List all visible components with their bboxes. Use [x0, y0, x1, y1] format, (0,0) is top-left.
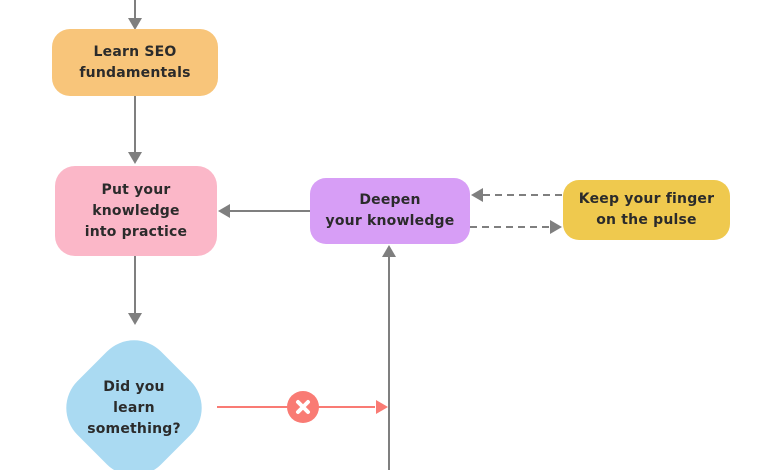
arrow-deepen-to-pulse-dashed	[470, 220, 562, 234]
arrow-learn-seo-to-practice	[128, 96, 142, 164]
node-decision-label: Did you learn something?	[87, 378, 181, 437]
node-keep-finger-on-pulse: Keep your finger on the pulse	[563, 180, 730, 240]
node-learn-seo-label: Learn SEO fundamentals	[79, 43, 191, 81]
node-decision-did-you-learn: Did you learn something?	[50, 324, 218, 470]
arrow-practice-to-decision	[128, 256, 142, 325]
arrow-bottom-to-deepen	[382, 245, 396, 470]
node-decision-inner: Did you learn something?	[75, 333, 193, 470]
node-put-knowledge-into-practice: Put your knowledge into practice	[55, 166, 217, 256]
node-practice-label: Put your knowledge into practice	[84, 181, 188, 240]
arrow-pulse-to-deepen-dashed	[471, 188, 562, 202]
node-learn-seo-fundamentals: Learn SEO fundamentals	[52, 29, 218, 96]
arrow-deepen-to-practice	[218, 204, 310, 218]
node-pulse-label: Keep your finger on the pulse	[578, 191, 715, 228]
x-icon	[287, 391, 319, 423]
node-deepen-label: Deepen your knowledge	[325, 192, 455, 229]
arrow-start-to-learn-seo	[128, 0, 142, 30]
node-deepen-your-knowledge: Deepen your knowledge	[310, 178, 470, 244]
x-icon-glyph	[296, 400, 310, 414]
